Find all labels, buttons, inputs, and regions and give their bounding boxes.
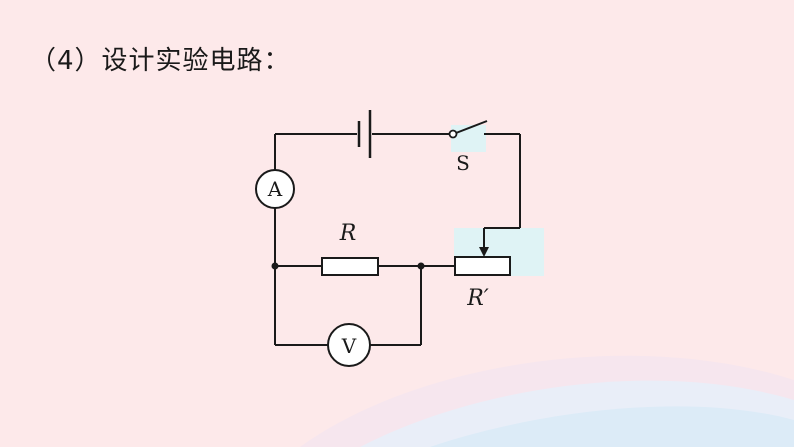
switch-symbol <box>448 120 488 139</box>
junction-dot <box>271 262 279 270</box>
switch-highlight <box>451 125 486 152</box>
ammeter-symbol: A <box>267 177 283 201</box>
rheostat-r-prime <box>454 256 511 276</box>
circuit-wires <box>274 133 521 346</box>
ammeter: A <box>255 169 295 209</box>
background-wave <box>430 406 794 447</box>
resistor-label: R <box>339 221 357 246</box>
resistor-r <box>321 257 379 276</box>
voltmeter: V <box>327 323 371 367</box>
voltmeter-symbol: V <box>341 334 357 358</box>
slide-title: （4）设计实验电路： <box>30 46 291 76</box>
junction-dot <box>417 262 425 270</box>
rheostat-label: R′ <box>466 286 489 311</box>
battery-symbol <box>357 110 372 158</box>
rheostat-slider-arrow <box>479 228 489 257</box>
switch-label: S <box>456 151 470 175</box>
